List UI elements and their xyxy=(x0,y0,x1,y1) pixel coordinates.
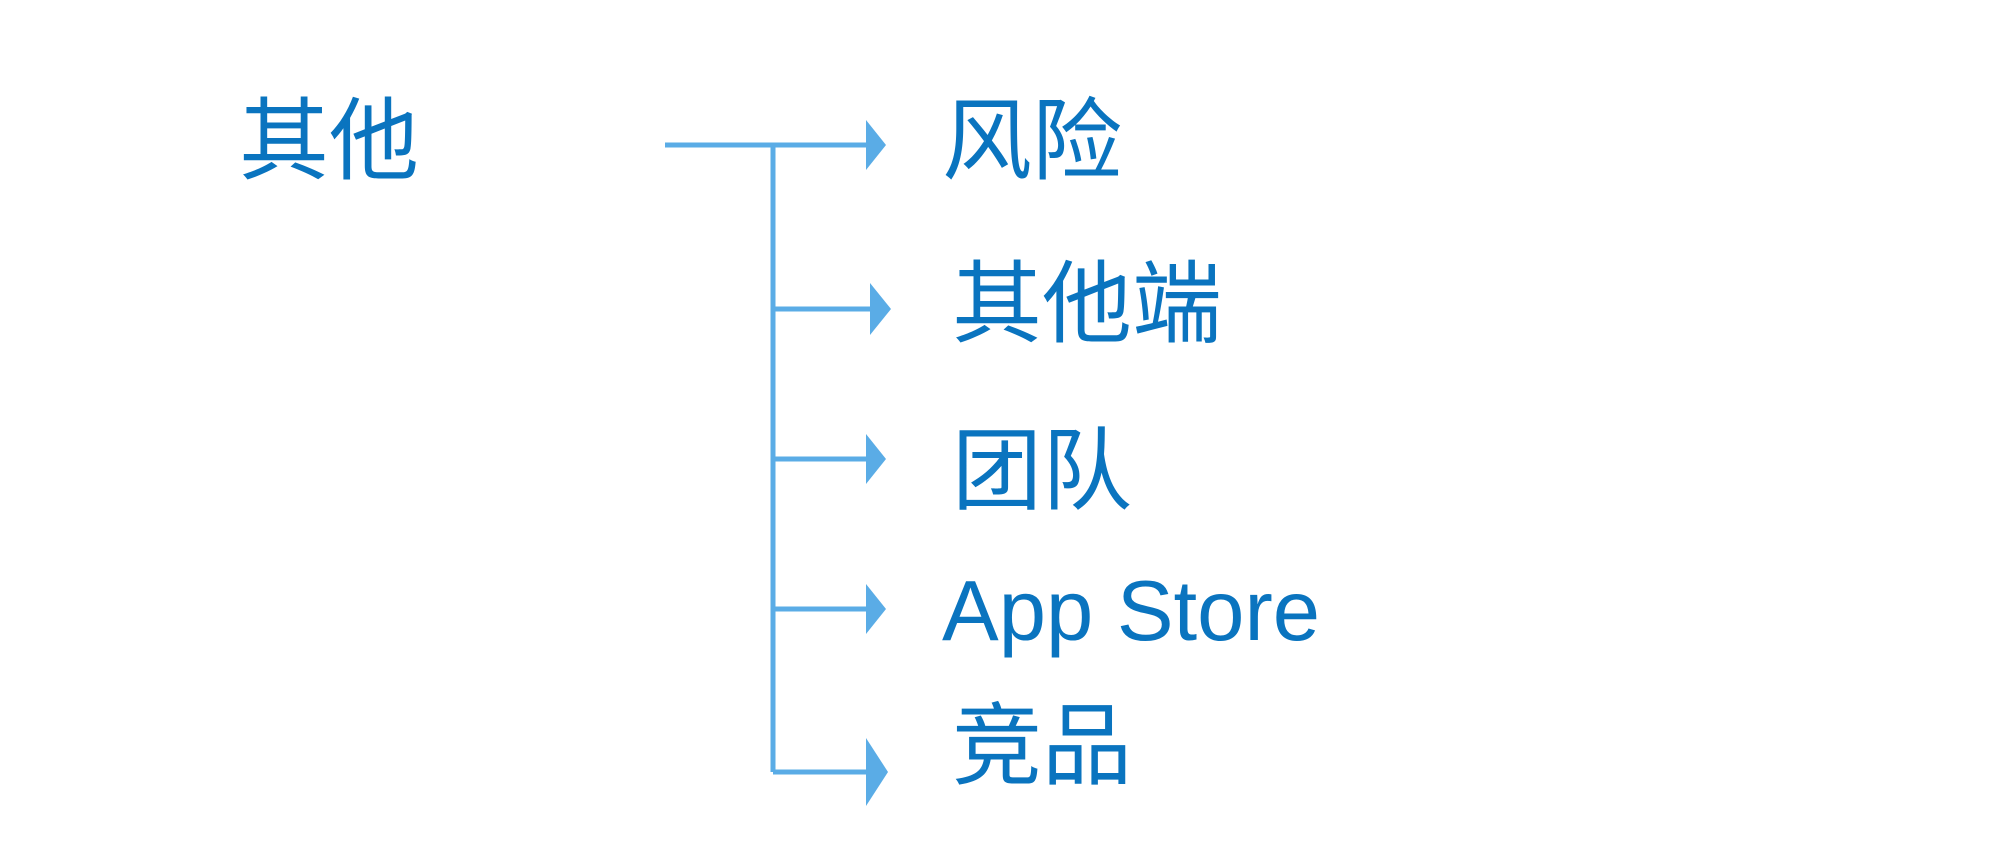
child-node-label-app-store: App Store xyxy=(942,564,1321,659)
arrow-head-3 xyxy=(866,584,886,634)
arrow-head-0 xyxy=(866,120,886,170)
root-node-label: 其他 xyxy=(239,89,419,194)
child-node-label-team: 团队 xyxy=(952,419,1132,524)
arrow-head-1 xyxy=(870,283,891,335)
child-node-label-other-platforms: 其他端 xyxy=(952,252,1222,357)
child-node-label-risk: 风险 xyxy=(942,89,1122,194)
arrow-head-2 xyxy=(866,434,886,484)
arrow-head-4 xyxy=(866,738,888,806)
child-node-label-competitors: 竞品 xyxy=(952,694,1132,799)
